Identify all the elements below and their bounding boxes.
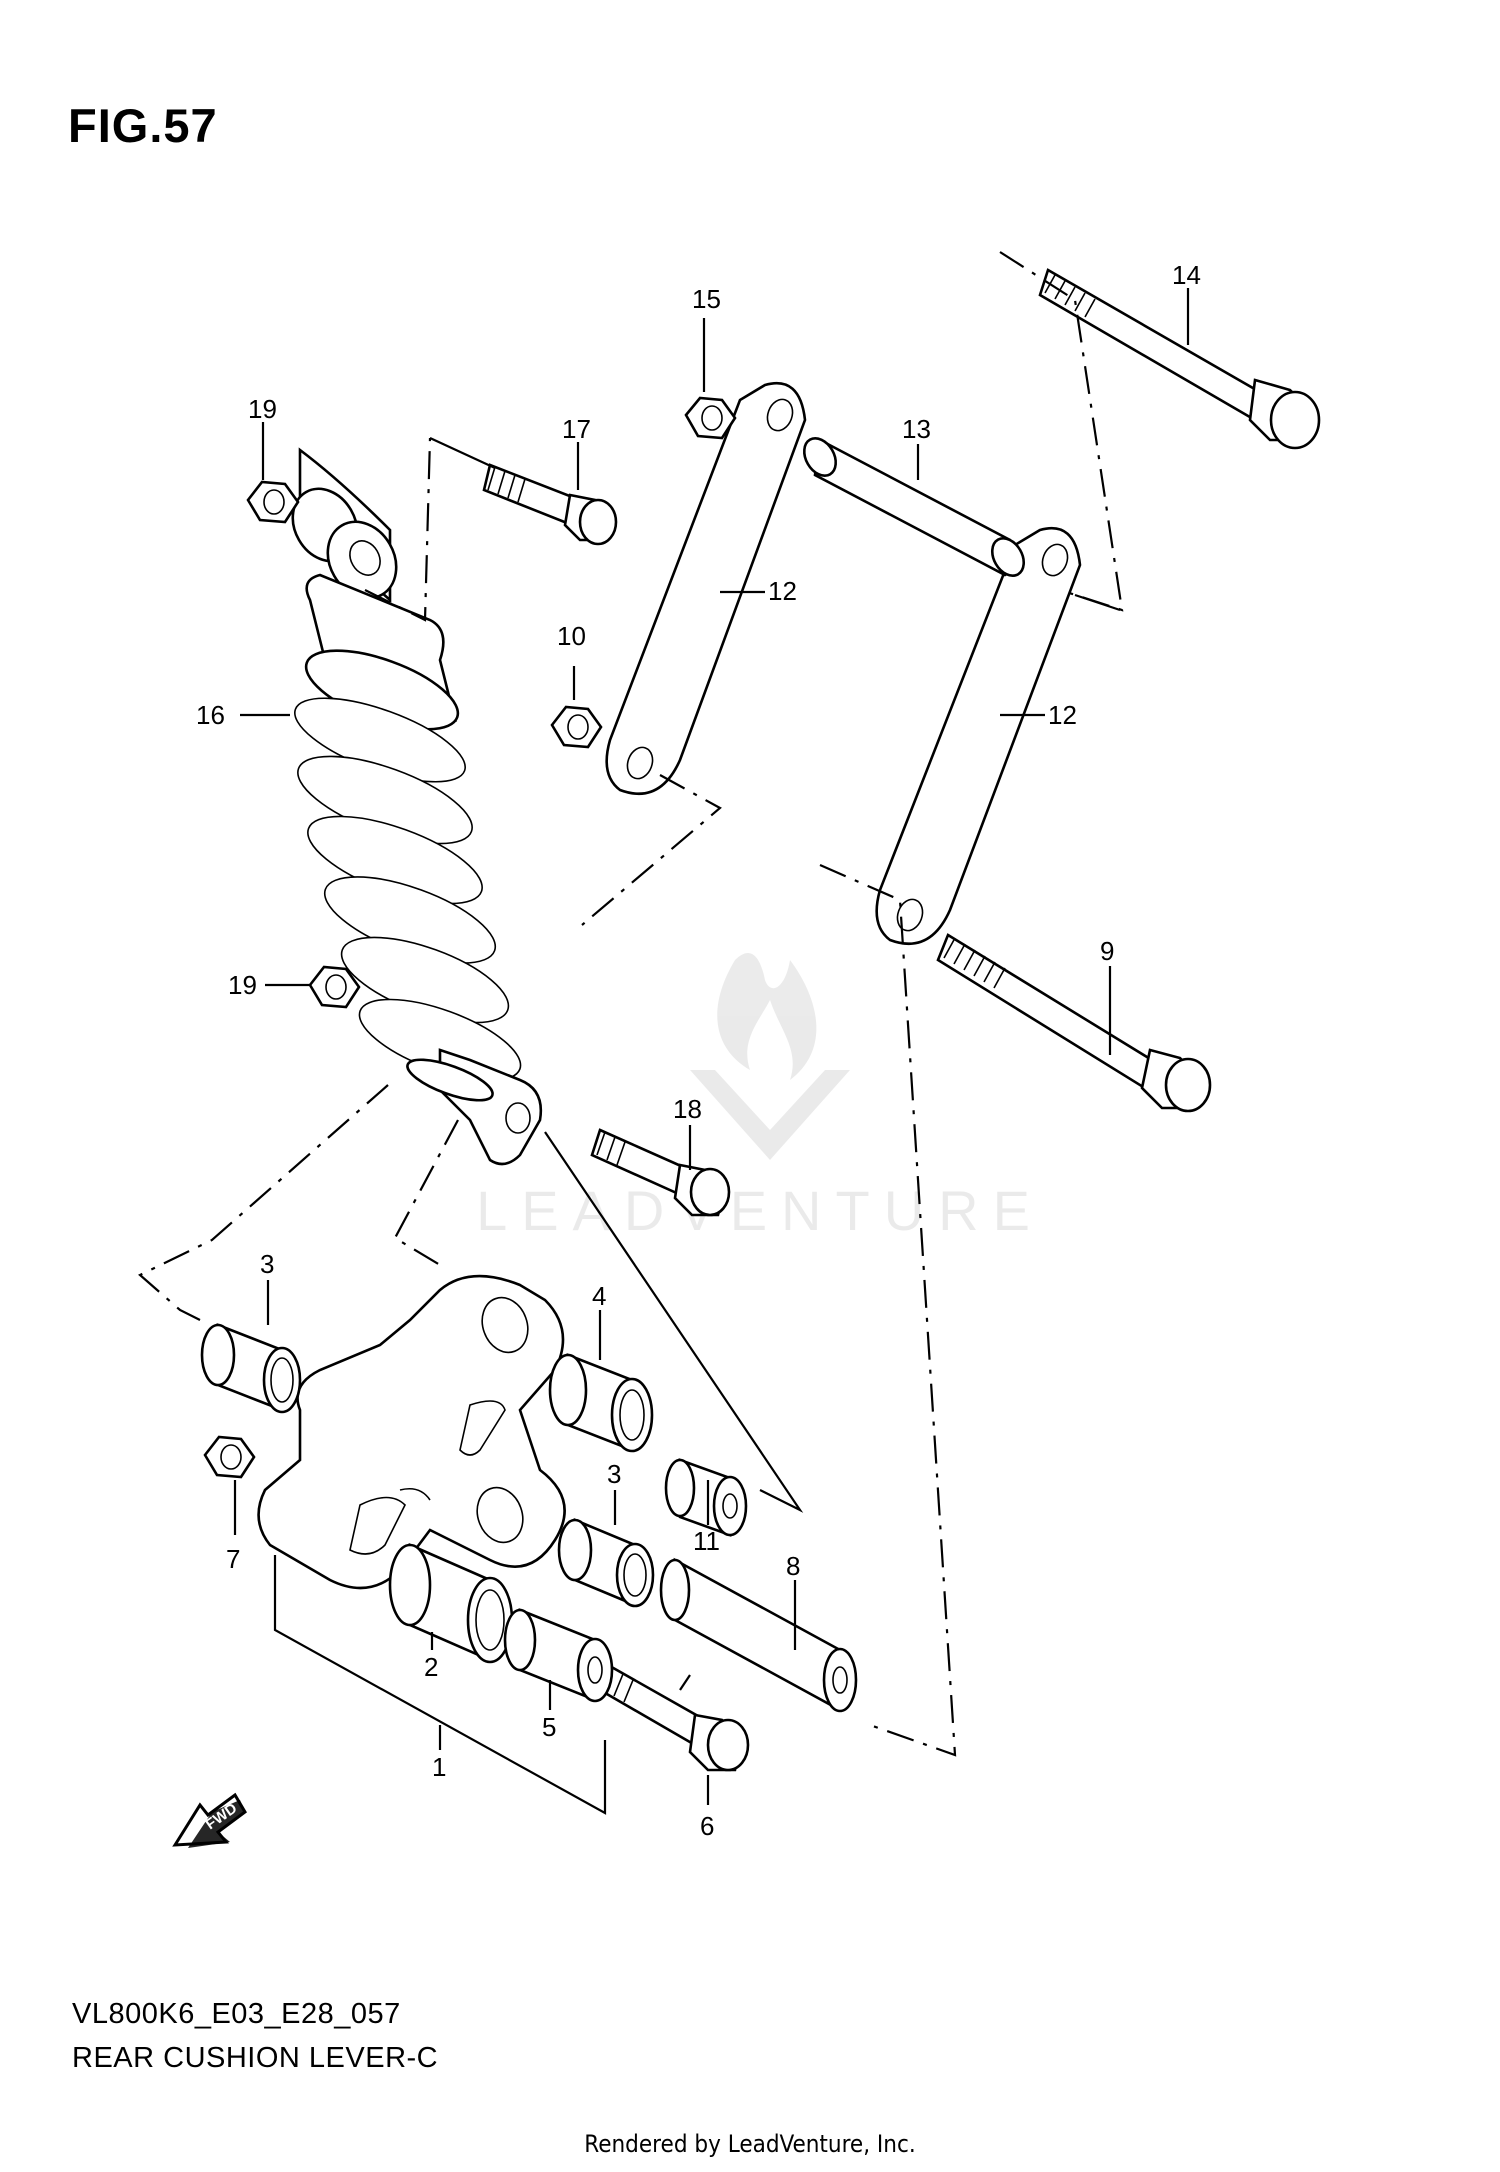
bolt-17 bbox=[482, 463, 618, 546]
bolt-14 bbox=[1038, 268, 1321, 450]
callout-3-left: 3 bbox=[260, 1249, 274, 1279]
callout-2: 2 bbox=[424, 1652, 438, 1682]
callout-15: 15 bbox=[692, 284, 721, 314]
nut-15 bbox=[684, 396, 737, 440]
spacer-5 bbox=[503, 1608, 614, 1703]
watermark-logo: LEADVENTURE bbox=[476, 952, 1044, 1242]
callout-1: 1 bbox=[432, 1752, 446, 1782]
callout-12-left: 12 bbox=[768, 576, 797, 606]
spacer-11 bbox=[664, 1458, 748, 1537]
spacer-13 bbox=[802, 437, 1026, 577]
diagram-code: VL800K6_E03_E28_057 bbox=[72, 1998, 401, 2030]
callout-12-right: 12 bbox=[1048, 700, 1077, 730]
callout-4: 4 bbox=[592, 1281, 606, 1311]
callout-19-mid: 19 bbox=[228, 970, 257, 1000]
nut-19-top bbox=[246, 480, 300, 524]
leader-lines bbox=[233, 288, 1190, 1805]
bearing-3-left bbox=[200, 1323, 302, 1414]
callout-9: 9 bbox=[1100, 936, 1114, 966]
bearing-2 bbox=[388, 1543, 514, 1664]
figure-title: FIG.57 bbox=[68, 99, 218, 152]
callout-6: 6 bbox=[700, 1811, 714, 1841]
watermark-text: LEADVENTURE bbox=[476, 1179, 1044, 1242]
bolt-6 bbox=[598, 1663, 750, 1772]
callout-10: 10 bbox=[557, 621, 586, 651]
link-rod-left bbox=[605, 381, 807, 795]
link-rod-right bbox=[875, 526, 1082, 945]
bolt-18 bbox=[590, 1128, 731, 1217]
nut-10 bbox=[550, 705, 603, 749]
callout-18: 18 bbox=[673, 1094, 702, 1124]
bearing-3-lower bbox=[557, 1518, 655, 1608]
callout-numbers: 15 14 13 17 19 12 12 16 10 19 9 18 3 4 3… bbox=[196, 260, 1201, 1841]
diagram-name: REAR CUSHION LEVER-C bbox=[72, 2042, 439, 2074]
callout-3-lower: 3 bbox=[607, 1459, 621, 1489]
bearing-4 bbox=[548, 1353, 654, 1453]
cushion-lever bbox=[257, 1274, 566, 1590]
callout-13: 13 bbox=[902, 414, 931, 444]
callout-14: 14 bbox=[1172, 260, 1201, 290]
render-credit: Rendered by LeadVenture, Inc. bbox=[584, 2130, 916, 2158]
nut-7 bbox=[203, 1435, 256, 1479]
callout-16: 16 bbox=[196, 700, 225, 730]
callout-5: 5 bbox=[542, 1712, 556, 1742]
nut-19-mid bbox=[308, 965, 361, 1009]
callout-17: 17 bbox=[562, 414, 591, 444]
callout-7: 7 bbox=[226, 1544, 240, 1574]
callout-8: 8 bbox=[786, 1551, 800, 1581]
spacer-8 bbox=[659, 1557, 858, 1713]
callout-11: 11 bbox=[693, 1526, 720, 1556]
fwd-arrow-icon: FWD bbox=[172, 1792, 247, 1848]
assembly-lines bbox=[138, 251, 1124, 1815]
shock-absorber bbox=[291, 447, 543, 1166]
bolt-9 bbox=[936, 933, 1212, 1113]
callout-19-top: 19 bbox=[248, 394, 277, 424]
